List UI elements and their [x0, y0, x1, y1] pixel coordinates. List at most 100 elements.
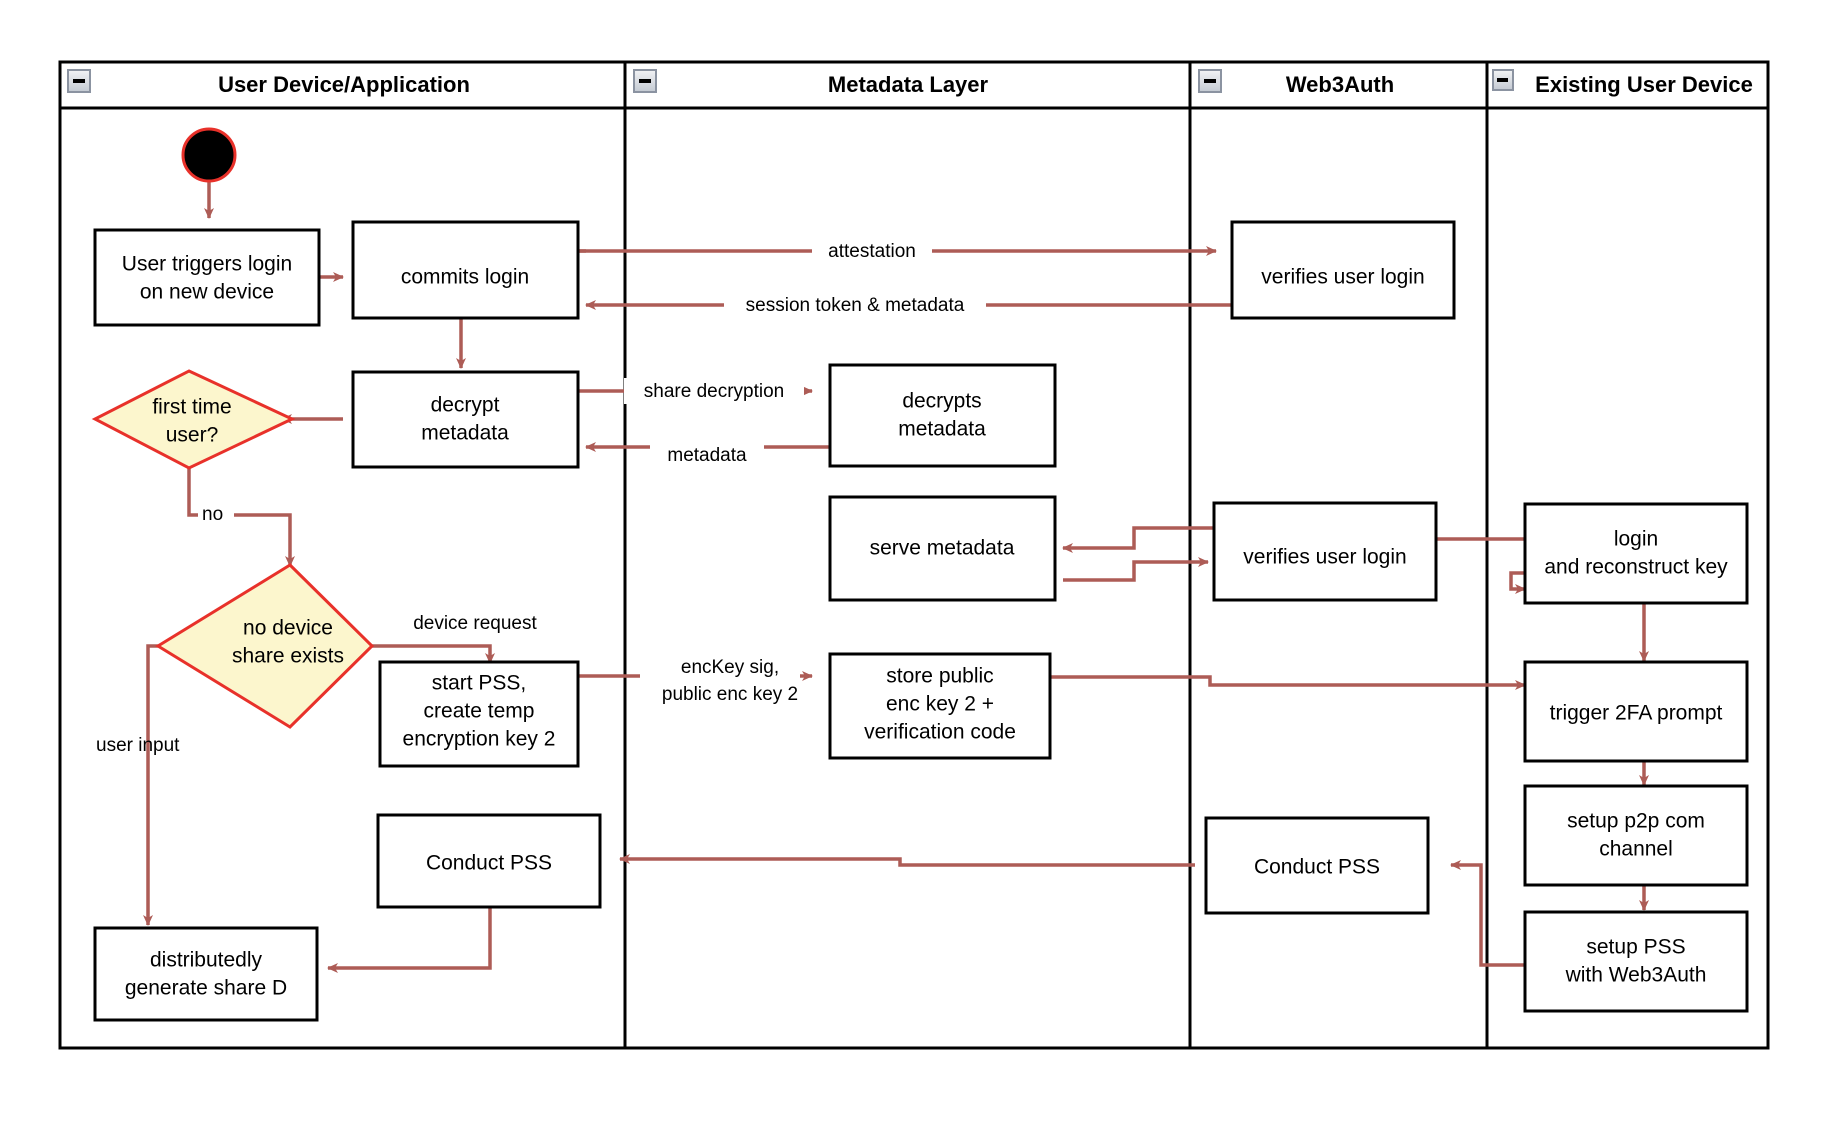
node-label-line: Conduct PSS [426, 852, 552, 875]
label-bg-session-token [724, 292, 986, 318]
node-label-line: trigger 2FA prompt [1550, 702, 1723, 725]
node-label-line: metadata [898, 418, 986, 441]
node-start-pss[interactable]: start PSS, create temp encryption key 2 [378, 660, 580, 768]
node-serve-metadata[interactable]: serve metadata [828, 495, 1057, 602]
node-box [1523, 502, 1749, 605]
edge-label-public-enc-key-2: public enc key 2 [662, 684, 798, 705]
minus-box-icon[interactable] [1198, 69, 1222, 93]
node-box [828, 363, 1057, 468]
edge-share-check-user-input [143, 644, 158, 926]
edge-conduct-pss-to-generate-share-d [327, 907, 492, 973]
edge-label-no: no [202, 504, 223, 525]
edge-label-enckey-sig: encKey sig, [681, 657, 779, 678]
lane-title-user-device: User Device/Application [218, 72, 470, 97]
node-label-line: commits login [401, 266, 529, 289]
minus-box-icon[interactable] [633, 69, 657, 93]
node-label-line: setup PSS [1586, 936, 1685, 959]
node-box [1523, 660, 1749, 763]
node-trigger-2fa-prompt[interactable]: trigger 2FA prompt [1523, 660, 1749, 763]
node-label-line: encryption key 2 [403, 728, 556, 751]
node-box [351, 370, 580, 469]
lane-title-existing-device: Existing User Device [1535, 72, 1753, 97]
node-label-line: login [1614, 528, 1658, 551]
node-verifies-user-login-2[interactable]: verifies user login [1212, 501, 1438, 602]
node-box [828, 652, 1052, 760]
node-store-public-enc-key-2[interactable]: store public enc key 2 + verification co… [828, 652, 1052, 760]
node-label-line: verifies user login [1261, 266, 1424, 289]
node-box [376, 813, 602, 909]
node-label-line: decrypts [902, 390, 981, 413]
lane-title-web3auth: Web3Auth [1286, 72, 1394, 97]
node-label-line: setup p2p com [1567, 810, 1705, 833]
edge-setup-pss-to-conduct-pss-web3auth [1450, 860, 1525, 967]
decision-diamond [155, 563, 375, 729]
label-bg-metadata [650, 442, 764, 468]
node-label-line: store public [886, 665, 993, 688]
node-label-line: channel [1599, 838, 1673, 861]
node-box [1523, 784, 1749, 887]
edge-label-share-decryption: share decryption [644, 381, 784, 402]
node-label-line: share exists [232, 645, 344, 668]
node-conduct-pss-web3auth[interactable]: Conduct PSS [1204, 816, 1430, 915]
node-login-and-reconstruct-key[interactable]: login and reconstruct key [1523, 502, 1749, 605]
node-label-line: verifies user login [1243, 546, 1406, 569]
node-box [1230, 220, 1456, 320]
minus-box-icon[interactable] [1492, 69, 1514, 91]
edge-label-attestation: attestation [828, 241, 916, 262]
edge-label-device-request: device request [413, 613, 537, 634]
node-label-line: User triggers login [122, 253, 292, 276]
edge-verifies2-to-existing-login [1509, 571, 1528, 594]
decision-diamond [91, 369, 296, 470]
edge-labels-layer: attestation session token & metadata sha… [96, 238, 986, 756]
node-verifies-user-login-1[interactable]: verifies user login [1230, 220, 1456, 320]
node-setup-pss-with-web3auth[interactable]: setup PSS with Web3Auth [1523, 910, 1749, 1013]
node-label-line: create temp [424, 700, 535, 723]
edge-label-session-token: session token & metadata [746, 295, 965, 316]
node-setup-p2p-com-channel[interactable]: setup p2p com channel [1523, 784, 1749, 887]
node-user-triggers-login[interactable]: User triggers login on new device [93, 228, 321, 327]
node-label-line: and reconstruct key [1544, 556, 1728, 579]
node-box [1523, 910, 1749, 1013]
node-first-time-user[interactable]: first time user? [91, 369, 296, 470]
node-box [93, 228, 321, 327]
node-label-line: generate share D [125, 977, 287, 1000]
node-label-line: serve metadata [870, 537, 1015, 560]
node-label-line: Conduct PSS [1254, 856, 1380, 879]
node-label-line: decrypt [431, 394, 500, 417]
node-label-line: distributedly [150, 949, 263, 972]
node-start[interactable] [181, 127, 237, 183]
node-label-line: verification code [864, 721, 1016, 744]
node-commits-login[interactable]: commits login [351, 220, 580, 320]
start-circle-icon [181, 127, 237, 183]
label-bg-share-decryption [624, 378, 804, 404]
node-box [378, 660, 580, 768]
node-box [828, 495, 1057, 602]
edge-store-public-to-trigger-2fa [1043, 675, 1526, 690]
node-label-line: enc key 2 + [886, 693, 994, 716]
lane-title-metadata: Metadata Layer [828, 72, 989, 97]
node-decrypt-metadata[interactable]: decrypt metadata [351, 370, 580, 469]
node-no-device-share-exists[interactable]: no device share exists [155, 563, 375, 729]
edge-label-user-input: user input [96, 735, 180, 756]
node-decrypts-metadata[interactable]: decrypts metadata [828, 363, 1057, 468]
node-label-line: no device [243, 617, 333, 640]
edge-first-time-no-to-share-check [187, 468, 295, 567]
lane-header-metadata[interactable]: Metadata Layer [633, 69, 989, 97]
node-label-line: start PSS, [432, 672, 527, 695]
lane-header-existing-device[interactable]: Existing User Device [1492, 69, 1753, 97]
node-conduct-pss-user[interactable]: Conduct PSS [376, 813, 602, 909]
lane-header-web3auth[interactable]: Web3Auth [1198, 69, 1394, 97]
swimlane-pool [58, 60, 1770, 1050]
pool-outline [58, 60, 1770, 1050]
node-box [1212, 501, 1438, 602]
edge-verifies2-to-serve-metadata [1062, 526, 1214, 553]
node-box [93, 926, 319, 1022]
node-label-line: first time [152, 396, 231, 419]
edge-serve-metadata-to-verifies2 [1063, 557, 1209, 582]
label-bg-no [198, 503, 234, 527]
lane-header-user-device[interactable]: User Device/Application [67, 69, 470, 97]
minus-box-icon[interactable] [67, 69, 91, 93]
node-distributedly-generate-share-d[interactable]: distributedly generate share D [93, 926, 319, 1022]
label-bg-enckey [640, 655, 800, 709]
